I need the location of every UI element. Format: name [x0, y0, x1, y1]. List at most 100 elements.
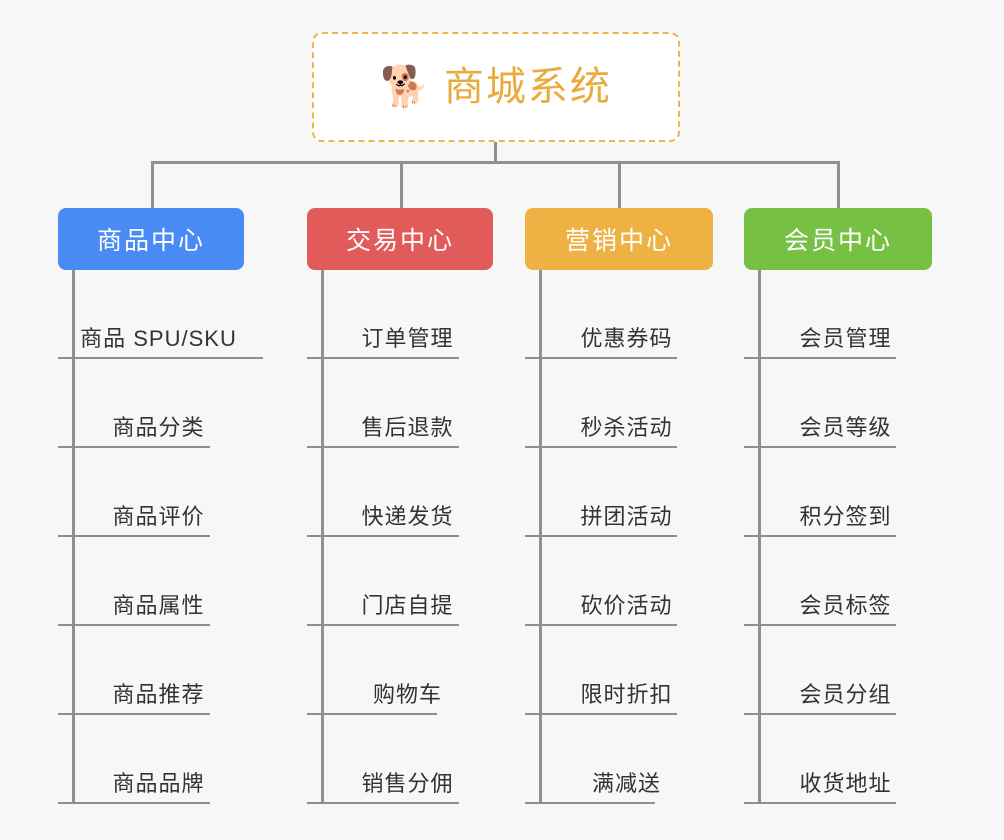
- leaf-item-label: 商品分类: [112, 415, 205, 440]
- leaf-underline: [58, 357, 263, 359]
- leaf-underline: [307, 802, 459, 804]
- leaf-item[interactable]: 商品 SPU/SKU: [58, 270, 263, 359]
- leaf-item-label: 会员管理: [799, 326, 892, 351]
- leaf-underline: [58, 713, 210, 715]
- leaf-item[interactable]: 优惠券码: [525, 270, 713, 359]
- leaf-item[interactable]: 限时折扣: [525, 626, 713, 715]
- leaf-underline: [744, 535, 896, 537]
- leaf-list-trade: 订单管理售后退款快递发货门店自提购物车销售分佣: [307, 270, 493, 804]
- category-header-label: 会员中心: [783, 227, 892, 255]
- leaf-item[interactable]: 会员分组: [744, 626, 932, 715]
- leaf-underline: [525, 446, 677, 448]
- leaf-underline: [58, 535, 210, 537]
- leaf-underline: [525, 713, 677, 715]
- leaf-item-label: 商品 SPU/SKU: [80, 326, 237, 351]
- leaf-underline: [58, 446, 210, 448]
- leaf-item[interactable]: 满减送: [525, 715, 713, 804]
- drop-connector-trade: [400, 161, 403, 208]
- leaf-list-member: 会员管理会员等级积分签到会员标签会员分组收货地址: [744, 270, 932, 804]
- leaf-item-label: 会员标签: [799, 593, 892, 618]
- leaf-item[interactable]: 拼团活动: [525, 448, 713, 537]
- shiba-inu-dog-face-icon: 🐕: [380, 65, 430, 109]
- category-column-marketing: 营销中心优惠券码秒杀活动拼团活动砍价活动限时折扣满减送: [525, 208, 713, 804]
- leaf-item[interactable]: 积分签到: [744, 448, 932, 537]
- leaf-item-label: 满减送: [591, 771, 661, 796]
- leaf-item-label: 会员等级: [799, 415, 892, 440]
- trunk-connector: [494, 142, 497, 164]
- leaf-underline: [744, 624, 896, 626]
- leaf-underline: [744, 802, 896, 804]
- leaf-underline: [307, 624, 459, 626]
- leaf-item-label: 购物车: [372, 682, 442, 707]
- category-header-marketing[interactable]: 营销中心: [525, 208, 713, 270]
- leaf-item-label: 限时折扣: [580, 682, 673, 707]
- leaf-item-label: 秒杀活动: [580, 415, 673, 440]
- leaf-underline: [307, 713, 437, 715]
- drop-connector-marketing: [618, 161, 621, 208]
- leaf-underline: [58, 802, 210, 804]
- vertical-spine-connector: [321, 270, 324, 804]
- leaf-underline: [525, 357, 677, 359]
- drop-connector-member: [837, 161, 840, 208]
- leaf-item[interactable]: 收货地址: [744, 715, 932, 804]
- leaf-list-marketing: 优惠券码秒杀活动拼团活动砍价活动限时折扣满减送: [525, 270, 713, 804]
- leaf-item[interactable]: 商品分类: [58, 359, 244, 448]
- leaf-item[interactable]: 砍价活动: [525, 537, 713, 626]
- vertical-spine-connector: [539, 270, 542, 804]
- category-column-product: 商品中心商品 SPU/SKU 商品分类商品评价商品属性商品推荐商品品牌: [58, 208, 263, 804]
- leaf-item[interactable]: 商品推荐: [58, 626, 244, 715]
- leaf-item[interactable]: 购物车: [307, 626, 493, 715]
- leaf-item[interactable]: 商品评价: [58, 448, 244, 537]
- vertical-spine-connector: [758, 270, 761, 804]
- category-header-label: 营销中心: [564, 227, 673, 255]
- leaf-underline: [307, 357, 459, 359]
- leaf-item-label: 快递发货: [361, 504, 454, 529]
- leaf-item-label: 商品评价: [112, 504, 205, 529]
- category-header-trade[interactable]: 交易中心: [307, 208, 493, 270]
- leaf-item[interactable]: 门店自提: [307, 537, 493, 626]
- root-node-label: 商城系统: [443, 65, 612, 109]
- leaf-underline: [744, 446, 896, 448]
- leaf-item-label: 拼团活动: [580, 504, 673, 529]
- leaf-item[interactable]: 秒杀活动: [525, 359, 713, 448]
- leaf-item-label: 砍价活动: [580, 593, 673, 618]
- category-header-label: 交易中心: [345, 227, 454, 255]
- leaf-underline: [525, 802, 655, 804]
- leaf-item[interactable]: 商品属性: [58, 537, 244, 626]
- leaf-item[interactable]: 售后退款: [307, 359, 493, 448]
- leaf-underline: [744, 357, 896, 359]
- leaf-item[interactable]: 会员管理: [744, 270, 932, 359]
- leaf-item-label: 商品属性: [112, 593, 205, 618]
- leaf-underline: [744, 713, 896, 715]
- leaf-underline: [307, 535, 459, 537]
- category-header-product[interactable]: 商品中心: [58, 208, 244, 270]
- leaf-item-label: 门店自提: [361, 593, 454, 618]
- drop-connector-product: [151, 161, 154, 208]
- leaf-underline: [58, 624, 210, 626]
- leaf-underline: [307, 446, 459, 448]
- leaf-item[interactable]: 商品品牌: [58, 715, 244, 804]
- leaf-item-label: 收货地址: [799, 771, 892, 796]
- category-header-member[interactable]: 会员中心: [744, 208, 932, 270]
- leaf-item-label: 售后退款: [361, 415, 454, 440]
- leaf-item-label: 销售分佣: [361, 771, 454, 796]
- leaf-item[interactable]: 会员标签: [744, 537, 932, 626]
- leaf-item-label: 会员分组: [799, 682, 892, 707]
- leaf-item-label: 优惠券码: [580, 326, 673, 351]
- leaf-item[interactable]: 快递发货: [307, 448, 493, 537]
- category-header-label: 商品中心: [96, 227, 205, 255]
- leaf-item[interactable]: 销售分佣: [307, 715, 493, 804]
- leaf-underline: [525, 535, 677, 537]
- leaf-item-label: 订单管理: [361, 326, 454, 351]
- category-column-member: 会员中心会员管理会员等级积分签到会员标签会员分组收货地址: [744, 208, 932, 804]
- leaf-item-label: 商品品牌: [112, 771, 205, 796]
- horizontal-bus-connector: [151, 161, 839, 164]
- leaf-item-label: 积分签到: [799, 504, 892, 529]
- leaf-item-label: 商品推荐: [112, 682, 205, 707]
- root-node-shop-system[interactable]: 🐕 商城系统: [312, 32, 680, 142]
- vertical-spine-connector: [72, 270, 75, 804]
- leaf-item[interactable]: 会员等级: [744, 359, 932, 448]
- leaf-item[interactable]: 订单管理: [307, 270, 493, 359]
- category-column-trade: 交易中心订单管理售后退款快递发货门店自提购物车销售分佣: [307, 208, 493, 804]
